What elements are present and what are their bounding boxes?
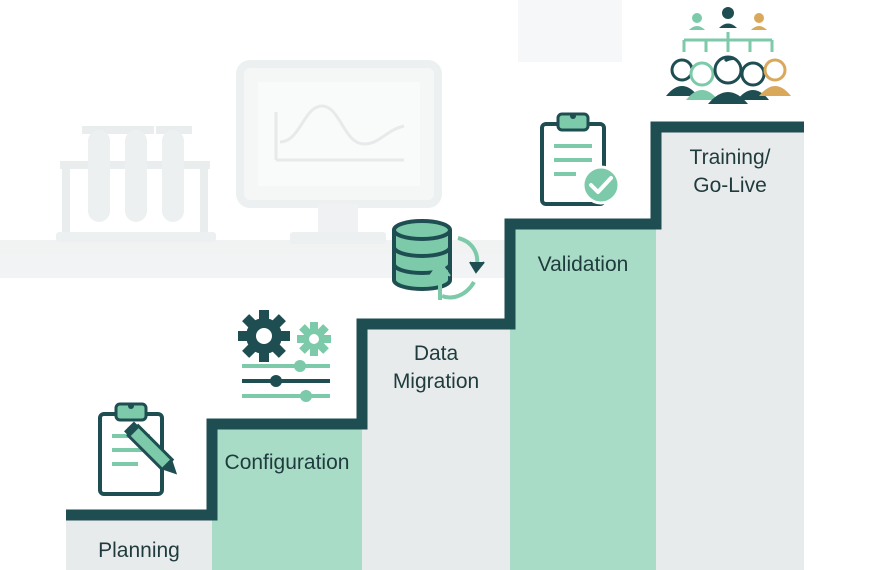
- step-fills: [66, 127, 804, 570]
- gears-sliders-icon: [238, 310, 331, 402]
- step-label-training-go-live: Training/ Go-Live: [689, 146, 771, 197]
- large-gear-icon: [238, 310, 290, 362]
- team-people-icons: [666, 55, 791, 104]
- computer-monitor-icon: [236, 60, 442, 244]
- sync-arrows-icon: [429, 236, 485, 300]
- step-block-planning: [66, 515, 212, 570]
- sliders-icon: [242, 360, 330, 402]
- step-label-planning: Planning: [98, 539, 180, 562]
- background-panel: [518, 0, 622, 62]
- team-hierarchy-icon: [666, 7, 791, 104]
- stair-outline: [66, 121, 804, 521]
- org-chart-lines: [682, 32, 774, 52]
- top-people-icons: [689, 7, 767, 30]
- step-label-configuration: Configuration: [224, 451, 350, 474]
- step-label-validation: Validation: [537, 253, 629, 276]
- clipboard-check-icon: [540, 112, 621, 206]
- test-tubes-fill: [56, 130, 216, 242]
- clipboard-pencil-icon: [98, 402, 178, 496]
- step-block-data-migration: [362, 324, 510, 570]
- step-block-configuration: [212, 424, 362, 570]
- small-gear-icon: [297, 322, 331, 356]
- database-sync-icon: [392, 219, 485, 300]
- step-block-validation: [510, 224, 656, 570]
- step-label-data-migration: Data Migration: [392, 342, 480, 393]
- step-block-training: [656, 127, 804, 570]
